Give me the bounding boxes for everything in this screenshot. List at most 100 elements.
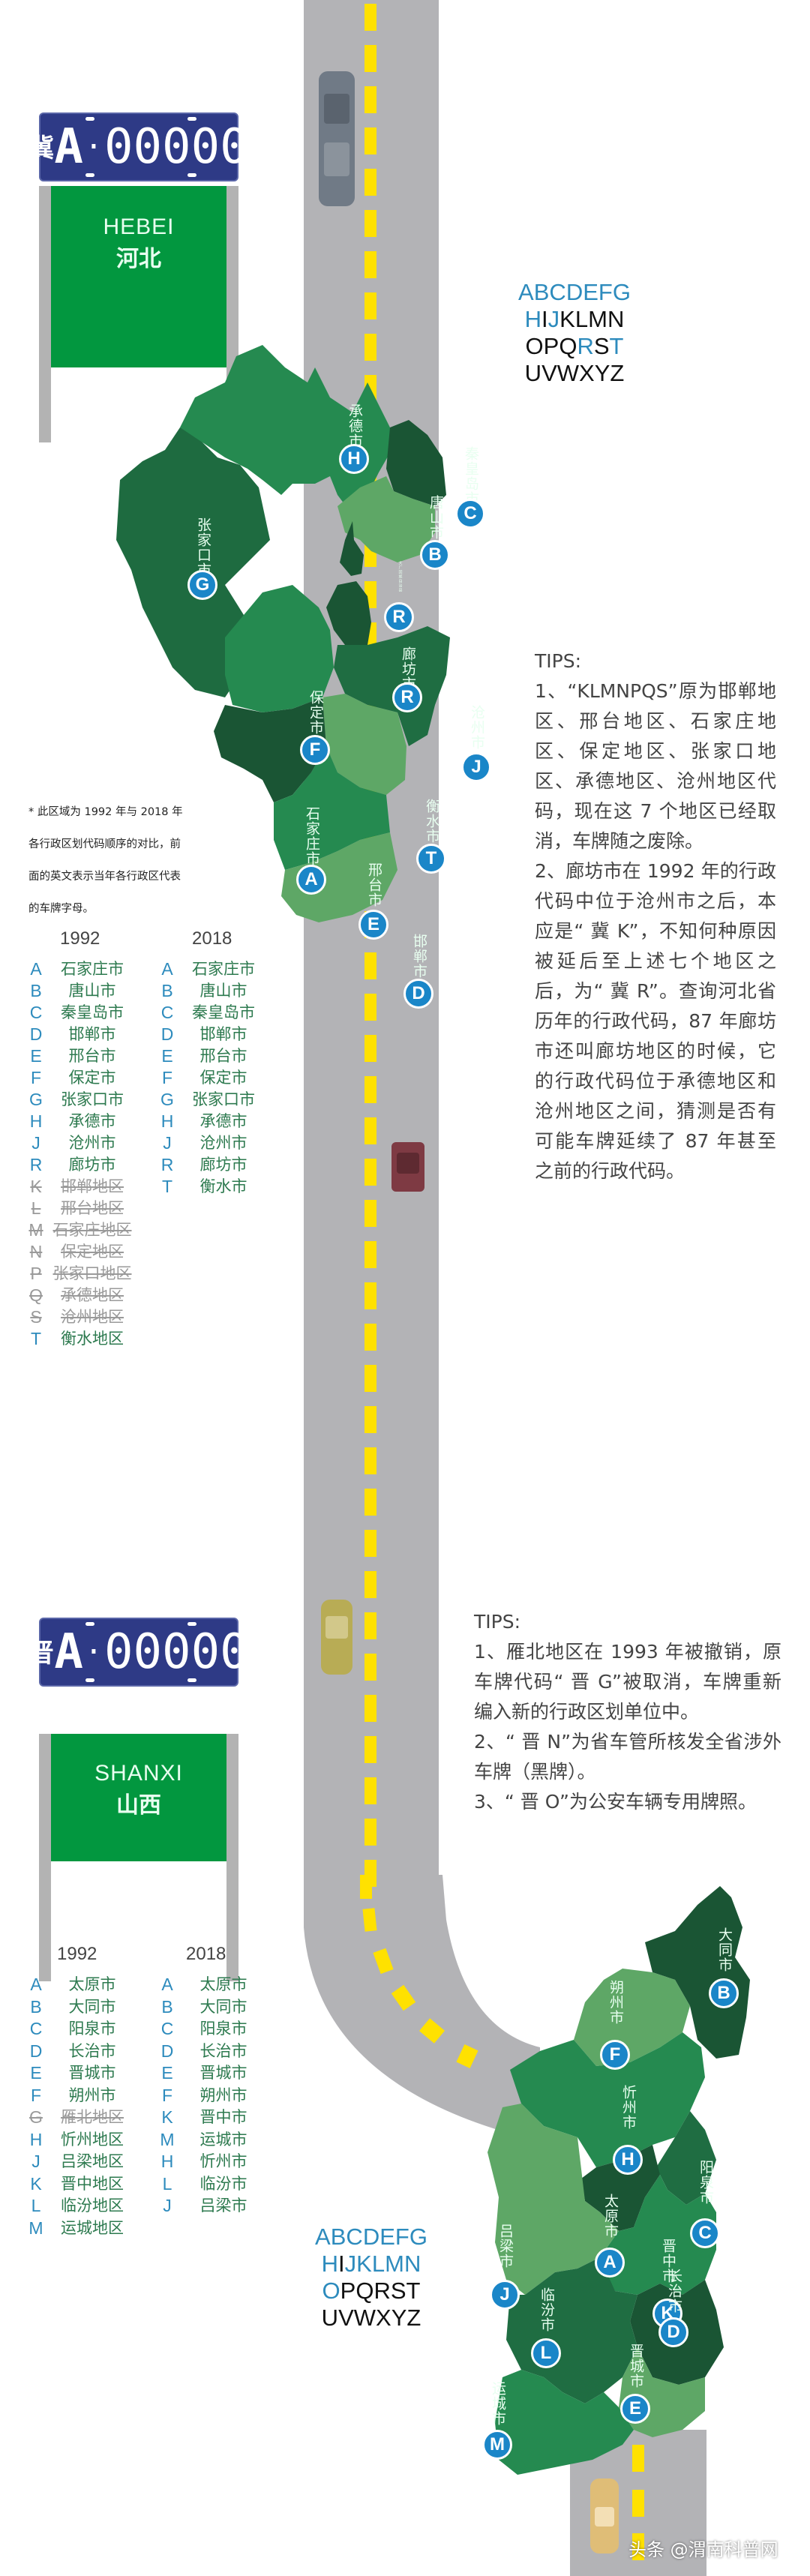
alphabet-row: OPQRST [507, 333, 642, 360]
region-code-badge: J [490, 2280, 520, 2310]
legend-code: D [160, 1024, 174, 1044]
hebei-note: * 此区域为 1992 年与 2018 年 各行政区划代码顺序的对比，前 面的英… [28, 796, 224, 925]
legend-name: 邯郸地区 [61, 1177, 124, 1195]
region-baoding [225, 585, 334, 712]
region-code-badge: A [296, 865, 326, 895]
region-name-label: 廊坊市 [400, 646, 416, 691]
region-code-badge: C [455, 499, 485, 529]
legend-code: M [28, 1220, 44, 1240]
plate-bolt [86, 1678, 94, 1682]
legend-code: J [163, 2196, 172, 2215]
tan-car [590, 2479, 619, 2554]
legend-name: 吕梁地区 [61, 2152, 124, 2170]
region-name-label: 长治市 [666, 2269, 682, 2314]
shanxi-license-plate: 晋 A · 00000 [23, 1618, 249, 1687]
car-window [396, 1153, 420, 1174]
plate-letter: A [54, 1624, 83, 1680]
alphabet-letter-used: B [330, 2224, 346, 2250]
region-code-badge: L [531, 2338, 561, 2368]
road-dash [364, 1736, 376, 1763]
region-code-badge: J [461, 752, 491, 782]
region-name-label: 石家庄市 [304, 806, 320, 866]
alphabet-letter: M [588, 306, 608, 332]
alphabet-row: UVWXYZ [507, 360, 642, 387]
road-dash [364, 4, 376, 31]
alphabet-row: HIJKLMN [304, 2251, 439, 2278]
plate-number: 00000 [104, 119, 249, 175]
region-langfang [326, 581, 371, 645]
alphabet-letter: N [607, 306, 625, 332]
legend-name: 沧州市 [68, 1134, 116, 1152]
region-code-badge: H [613, 2145, 643, 2175]
legend-name: 唐山市 [200, 982, 248, 1000]
tips-title: TIPS: [474, 1611, 521, 1633]
legend-name: 晋中市 [200, 2108, 248, 2126]
region-code-badge: A [595, 2248, 625, 2278]
region-xingtai [274, 746, 390, 870]
road-dash [364, 127, 376, 154]
alphabet-row: ABCDEFG [304, 2224, 439, 2251]
yellow-car [321, 1600, 352, 1675]
region-name-label: 晋城市 [628, 2344, 644, 2389]
road-dash [364, 994, 376, 1021]
alphabet-letter-used: F [394, 2224, 410, 2250]
legend-name: 长治市 [68, 2041, 116, 2060]
legend-code: F [30, 2085, 42, 2105]
region-code-badge: F [600, 2040, 630, 2070]
car-window [326, 1616, 348, 1639]
legend-code: S [30, 1307, 42, 1327]
road-dash [632, 2445, 644, 2472]
region-hengshui [322, 694, 406, 795]
road-dash [632, 2490, 644, 2517]
tips-title: TIPS: [535, 650, 582, 672]
legend-name: 承德地区 [61, 1286, 124, 1304]
alphabet-letter-used: D [566, 279, 584, 305]
legend-code: R [160, 1155, 174, 1174]
alphabet-letter-used: E [583, 279, 598, 305]
region-name-label: 承德市 [346, 403, 363, 448]
legend-code: E [161, 1046, 173, 1066]
region-shijiazhuang [214, 697, 326, 802]
plate-separator: · [84, 1635, 103, 1669]
road-dash [364, 1571, 376, 1598]
alphabet-letter: I [338, 2251, 345, 2277]
alphabet-letter-used: R [577, 333, 594, 359]
legend-code: H [29, 2129, 43, 2149]
legend-name: 阳泉市 [68, 2020, 116, 2038]
region-name-label: 张家口市 [195, 517, 212, 577]
legend-code: C [160, 1003, 174, 1022]
sign-english: SHANXI [94, 1761, 183, 1786]
alphabet-letter-used: J [344, 2251, 357, 2277]
road-dash [364, 334, 376, 361]
legend-code: K [161, 2107, 173, 2127]
legend-name: 临汾市 [200, 2174, 248, 2193]
alphabet-letter: U [321, 2305, 339, 2331]
plate-bolt [86, 173, 94, 177]
sign-post-left [39, 186, 51, 442]
region-linfen [506, 2257, 638, 2404]
alphabet-letter-used: H [524, 306, 542, 332]
alphabet-letter-used: C [549, 279, 566, 305]
region-tangshan [338, 476, 435, 562]
legend-name: 大同市 [200, 1997, 248, 2016]
region-name-label: 秦皇岛市 [463, 446, 479, 506]
plate-bolt [86, 1622, 94, 1626]
tips-item: 1、雁北地区在 1993 年被撤销，原车牌代码“ 晋 G”被取消，车牌重新编入新… [474, 1641, 782, 1723]
alphabet-letter-used: O [322, 2278, 340, 2304]
plate-bolt [86, 117, 94, 121]
legend-name: 临汾地区 [61, 2197, 124, 2215]
alphabet-letter-used: T [609, 333, 624, 359]
